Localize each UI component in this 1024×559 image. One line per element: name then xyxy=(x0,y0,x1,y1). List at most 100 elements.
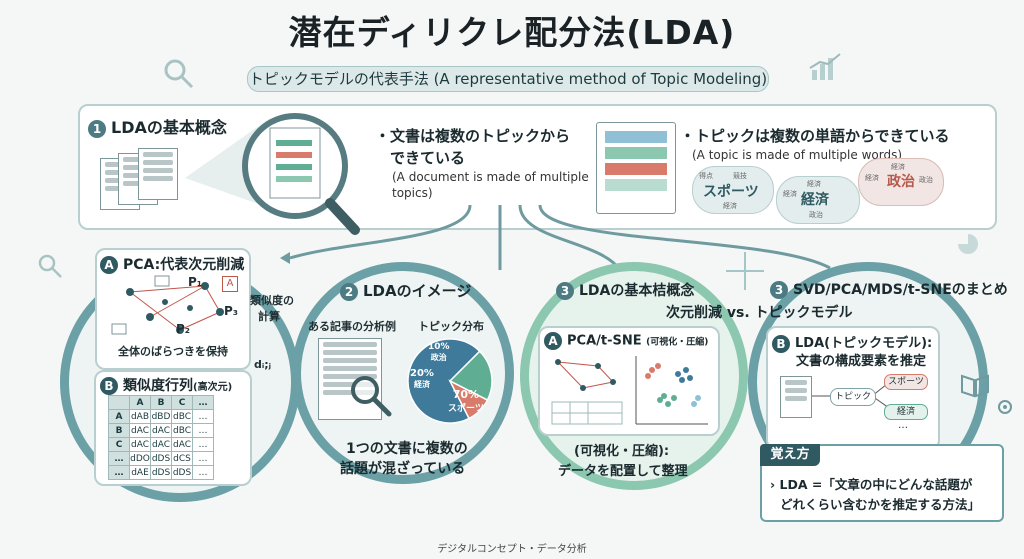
table-cell: dAC xyxy=(150,423,172,438)
pie-pct: 10% xyxy=(428,342,450,352)
pie-pct: 70% xyxy=(452,388,480,401)
magnifier-icon xyxy=(351,376,392,417)
dij-label: dᵢ;ⱼ xyxy=(254,358,272,371)
pie-label-sports: 70%スポーツ xyxy=(448,388,484,414)
memo-line-1-text: LDA =「文章の中にどんな話題が xyxy=(779,477,973,492)
table-cell: dAB xyxy=(129,409,151,424)
pca-caption: 全体のばらつきを保持 xyxy=(118,345,228,358)
table-cell: … xyxy=(192,465,214,480)
pca-tsne-letter: A xyxy=(544,332,562,350)
section-3a-number: 3 xyxy=(556,282,574,300)
section-3b-heading-text: SVD/PCA/MDS/t-SNEのまとめ xyxy=(793,282,1008,298)
table-cell: dCS xyxy=(171,451,193,466)
page-title: 潜在ディリクレ配分法(LDA) xyxy=(288,13,736,52)
bullet-1-jp-line2: できている xyxy=(390,149,466,167)
section-3a-heading: 3 LDAの基本桔概念 xyxy=(556,280,694,300)
section-3a-heading-text: LDAの基本桔概念 xyxy=(579,283,695,299)
word-node-more: … xyxy=(898,420,908,431)
similarity-calc-label-2: 計算 xyxy=(258,310,280,323)
page-subtitle: トピックモデルの代表手法 (A representative method of… xyxy=(247,66,769,92)
cloud-main-word: スポーツ xyxy=(703,184,759,200)
pie-icon xyxy=(958,234,978,254)
pca-heading-text: PCA:代表次元削減 xyxy=(123,257,245,273)
cloud-main-word: 経済 xyxy=(801,192,829,208)
bullet-1-en-line1: (A document is made of multiple xyxy=(392,170,589,184)
chevron-right-icon: › xyxy=(770,477,776,492)
bullet-1-jp-line1: ・文書は複数のトピックから xyxy=(375,127,571,145)
table-cell xyxy=(108,395,130,410)
pie-pct: 20% xyxy=(410,368,434,379)
similarity-calc-label-1: 類似度の xyxy=(250,294,294,307)
table-cell: dDS xyxy=(150,465,172,480)
table-cell: dAC xyxy=(129,423,151,438)
cloud-word: 経済 xyxy=(783,190,797,198)
cloud-word: 経済 xyxy=(865,174,879,182)
cloud-word: 得点 xyxy=(699,172,713,180)
word-node-economy: 経済 xyxy=(884,404,928,420)
magnifier-icon xyxy=(38,254,62,278)
lda-topic-heading-2: 文書の構成要素を推定 xyxy=(796,354,927,369)
pca-panel xyxy=(95,248,251,370)
word-cloud-economy: 経済 経済 経済 政治 xyxy=(776,176,860,224)
section-2-caption-1: 1つの文書に複数の xyxy=(346,441,468,457)
gear-icon xyxy=(998,400,1012,414)
word-cloud-politics: 経済 経済 政治 政治 xyxy=(858,158,944,206)
table-cell: dBC xyxy=(171,409,193,424)
pca-tsne-heading-text: PCA/t-SNE xyxy=(567,333,642,349)
pca-letter: A xyxy=(100,256,118,274)
cloud-main-word: 政治 xyxy=(887,174,915,190)
footer-text: デジタルコンセプト・データ分析 xyxy=(437,544,587,555)
table-cell: … xyxy=(192,395,214,410)
pca-tsne-heading-small: (可視化・圧縮) xyxy=(646,337,709,348)
table-cell: … xyxy=(108,465,130,480)
pca-network-graphic xyxy=(111,275,224,335)
section-3b-number: 3 xyxy=(770,281,788,299)
point-p3-label: P₃ xyxy=(224,304,239,318)
doc-analysis-label: ある記事の分析例 xyxy=(308,320,396,333)
pie-label-politics: 10%政治 xyxy=(428,342,450,363)
section-1-number: 1 xyxy=(88,119,106,138)
table-cell: dDS xyxy=(171,465,193,480)
memo-title: 覚え方 xyxy=(760,444,820,466)
topic-node: トピック xyxy=(830,388,876,406)
point-p1-label: P₁ xyxy=(188,275,203,289)
pie-slice xyxy=(407,338,481,424)
table-cell: dAC xyxy=(129,437,151,452)
section-1-heading-text: LDAの基本概念 xyxy=(111,118,227,137)
document-stack xyxy=(100,148,190,218)
book-icon xyxy=(961,374,989,398)
section-3b-heading: 3 SVD/PCA/MDS/t-SNEのまとめ xyxy=(770,279,1008,299)
pie-slice xyxy=(448,379,489,420)
section-3a-caption-2: データを配置して整理 xyxy=(558,464,688,479)
similarity-heading-small: (高次元) xyxy=(193,382,233,393)
table-cell: dAC xyxy=(150,437,172,452)
section-3b-subheading: 次元削減 vs. トピックモデル xyxy=(666,305,853,321)
zoom-lens-graphic xyxy=(185,113,360,235)
cloud-word: 政治 xyxy=(919,176,933,184)
bullet-2-en: (A topic is made of multiple words) xyxy=(692,148,902,162)
cloud-word: 競技 xyxy=(733,172,747,180)
table-cell: … xyxy=(192,437,214,452)
lda-document-icon xyxy=(780,376,812,418)
table-cell: A xyxy=(129,395,151,410)
topic-pie-chart xyxy=(407,338,493,424)
pie-name: 政治 xyxy=(430,353,447,362)
bullet-2-jp: ・トピックは複数の単語からできている xyxy=(680,127,950,145)
table-cell: dBC xyxy=(171,423,193,438)
table-cell: … xyxy=(192,451,214,466)
section-2-number: 2 xyxy=(340,282,358,301)
tsne-scatter-graphic xyxy=(551,356,708,425)
pie-slice xyxy=(448,350,493,402)
table-cell: … xyxy=(192,423,214,438)
similarity-letter: B xyxy=(100,377,118,395)
table-cell: dAC xyxy=(171,437,193,452)
point-p2-label: P₂ xyxy=(176,322,191,336)
lda-topic-heading-1: LDA(トピックモデル): xyxy=(795,336,933,351)
table-cell: A xyxy=(108,409,130,424)
cloud-word: 経済 xyxy=(723,202,737,210)
